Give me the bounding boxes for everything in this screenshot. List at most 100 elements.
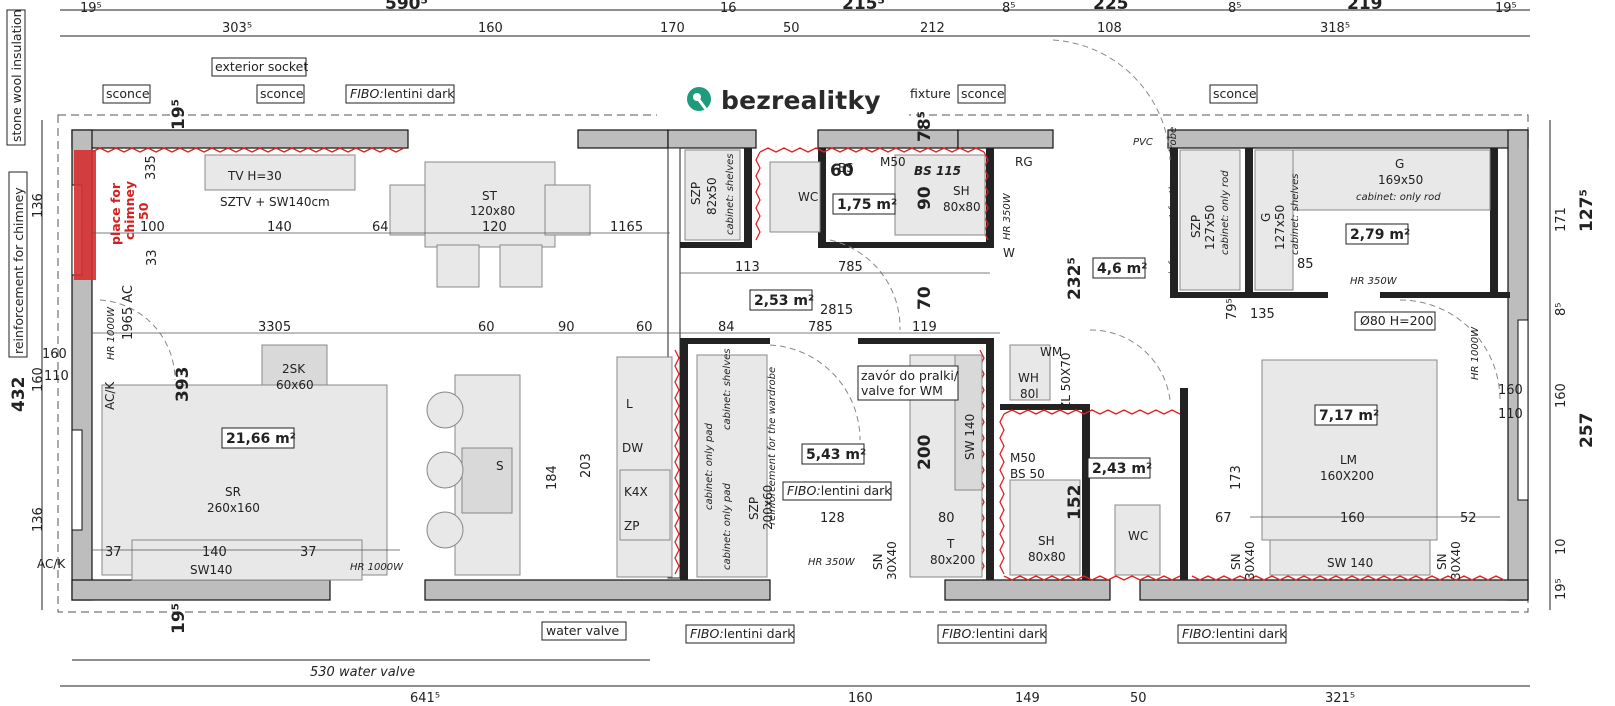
fixture-dishwasher: DW — [622, 441, 643, 455]
dim-inner: 1965 AC — [121, 285, 136, 340]
dim-inner: 37 — [300, 545, 317, 560]
dim-inner: 119 — [912, 320, 937, 335]
dim-left: 160 — [31, 367, 46, 392]
dim-bottom: 160 — [848, 691, 873, 706]
fixture-g: G — [1395, 157, 1404, 171]
dim-inner: 90 — [915, 186, 935, 210]
fixture-heater: HR 350W — [808, 557, 856, 568]
area-corridor: 4,6 m² — [1097, 261, 1147, 277]
fixture-cabinet-note: cabinet: only pad — [722, 482, 733, 570]
dim-top: 170 — [660, 21, 685, 36]
dim-right: 19⁵ — [1554, 578, 1569, 600]
interior-walls — [667, 147, 1510, 580]
dim-top: 225 — [1093, 0, 1129, 14]
dim-top: 16 — [720, 1, 737, 16]
fixture-table: ST — [482, 189, 498, 203]
dimension-lines — [41, 9, 1551, 687]
callout-fibo: FIBO:lentini dark — [1182, 626, 1287, 641]
dim-inner: 84 — [718, 320, 735, 335]
dim-right: 257 — [1577, 413, 1597, 449]
left-dimensions: 432 136 160 110 160 136 19⁵ 19⁵ 393 — [9, 99, 193, 634]
fixture-cabinet-note: cabinet: only rod — [1220, 170, 1231, 255]
dim-inner: 173 — [1229, 465, 1244, 490]
dim-inner: 67 — [1215, 511, 1232, 526]
callout-valve-wm: zavór do pralki/ — [861, 368, 959, 383]
fixture-wm: WM — [1040, 345, 1062, 359]
fixture-heater: HR 1000W — [106, 306, 117, 360]
fixture-nightstand: SN — [1435, 553, 1449, 570]
fixture-cabinet-note: cabinet: only rod — [1356, 192, 1441, 203]
dim-inner: 120 — [482, 220, 507, 235]
fixture-shower-size: 80x80 — [943, 200, 981, 214]
dim-inner: 152 — [1065, 485, 1085, 521]
dim-right: 10 — [1554, 538, 1569, 555]
fixture-nightstand-size: 30X40 — [1243, 541, 1257, 580]
fixture-oven: ZP — [624, 519, 639, 533]
dim-inner: 200 — [915, 434, 935, 470]
fixture-wardrobe: SZP — [1189, 215, 1203, 238]
fixture-g-size: 127x50 — [1273, 205, 1287, 250]
fixture-wc: WC — [1128, 529, 1148, 543]
dim-top: 303⁵ — [222, 21, 252, 36]
door-swings — [99, 39, 1501, 441]
area-living: 21,66 m² — [226, 431, 296, 447]
fixture-sofa: SR — [225, 485, 241, 499]
fixture-water-heater: WH — [1018, 371, 1039, 385]
dim-inner: 85 — [1297, 257, 1314, 272]
fixture-basin: BS 115 — [914, 164, 961, 178]
fixture-wardrobe: SZP — [747, 497, 761, 520]
fixture-ac: AC/K — [103, 381, 117, 410]
fixture-bed-size: 160X200 — [1320, 469, 1374, 483]
dim-bottom: 641⁵ — [410, 691, 440, 706]
callout-pvc: PVC — [1133, 137, 1153, 148]
fixture-heater: HR 350W — [1350, 276, 1398, 287]
callout-sconce: sconce — [260, 86, 304, 101]
dim-top: 215⁵ — [842, 0, 885, 14]
dim-bottom: 50 — [1130, 691, 1147, 706]
dim-inner: 33 — [145, 249, 160, 266]
dim-left: 160 — [42, 347, 67, 362]
dim-top: 590⁵ — [385, 0, 428, 14]
area-bathroom: 2,43 m² — [1092, 461, 1152, 477]
dim-left: 136 — [31, 507, 46, 532]
fixture-mirror: M50 — [1010, 451, 1036, 465]
dim-inner: 113 — [735, 260, 760, 275]
dim-inner: 785 — [838, 260, 863, 275]
fixture-sink: S — [496, 459, 504, 473]
dim-inner: 140 — [202, 545, 227, 560]
dim-bottom: 149 — [1015, 691, 1040, 706]
fixture-wc: WC — [798, 190, 818, 204]
fixture-tv: TV H=30 — [227, 169, 282, 183]
fixture-sztv: SZTV + SW140cm — [220, 195, 330, 209]
callout-place-chimney: chimney — [122, 181, 137, 240]
area-bedroom-1: 5,43 m² — [806, 447, 866, 463]
brand-logo[interactable]: bezrealitky — [657, 72, 909, 128]
fixture-cabinet-note: cabinet: only pad — [704, 422, 715, 510]
dim-inner: 70 — [915, 286, 935, 310]
dim-inner: 160 — [1340, 511, 1365, 526]
fixture-fridge: L — [626, 397, 633, 411]
dim-inner: 90 — [558, 320, 575, 335]
callout-fibo: FIBO:lentini dark — [350, 86, 455, 101]
fixture-stool: 2SK — [282, 362, 306, 376]
top-dimensions: 19⁵ 590⁵ 303⁵ 160 170 16 50 215⁵ 212 8⁵ … — [80, 0, 1517, 36]
dim-top: 50 — [783, 21, 800, 36]
callout-place-chimney: place for — [108, 182, 123, 245]
fixture-heater: HR 350W — [1002, 192, 1013, 240]
exterior-walls — [71, 129, 1529, 601]
dim-left: 19⁵ — [169, 603, 189, 634]
dim-inner: 2815 — [820, 303, 853, 318]
fixture-bed: T — [946, 537, 955, 551]
dim-top: 318⁵ — [1320, 21, 1350, 36]
dim-inner: 232⁵ — [1065, 257, 1085, 300]
dim-right: 110 — [1498, 407, 1523, 422]
fixture-rg: RG — [1015, 155, 1033, 169]
fixture-hob: K4X — [624, 485, 648, 499]
room-areas: 21,66 m² 1,75 m² 2,53 m² 4,6 m² 5,43 m² … — [221, 193, 1410, 479]
fixture-sofa-size: 260x160 — [207, 501, 260, 515]
fixture-wardrobe: SZP — [689, 182, 703, 205]
dim-right: 160 — [1554, 383, 1569, 408]
fixture-bed: LM — [1340, 453, 1357, 467]
fixture-sw140: SW 140 — [1327, 556, 1373, 570]
fixture-nightstand-size: 30X40 — [885, 541, 899, 580]
